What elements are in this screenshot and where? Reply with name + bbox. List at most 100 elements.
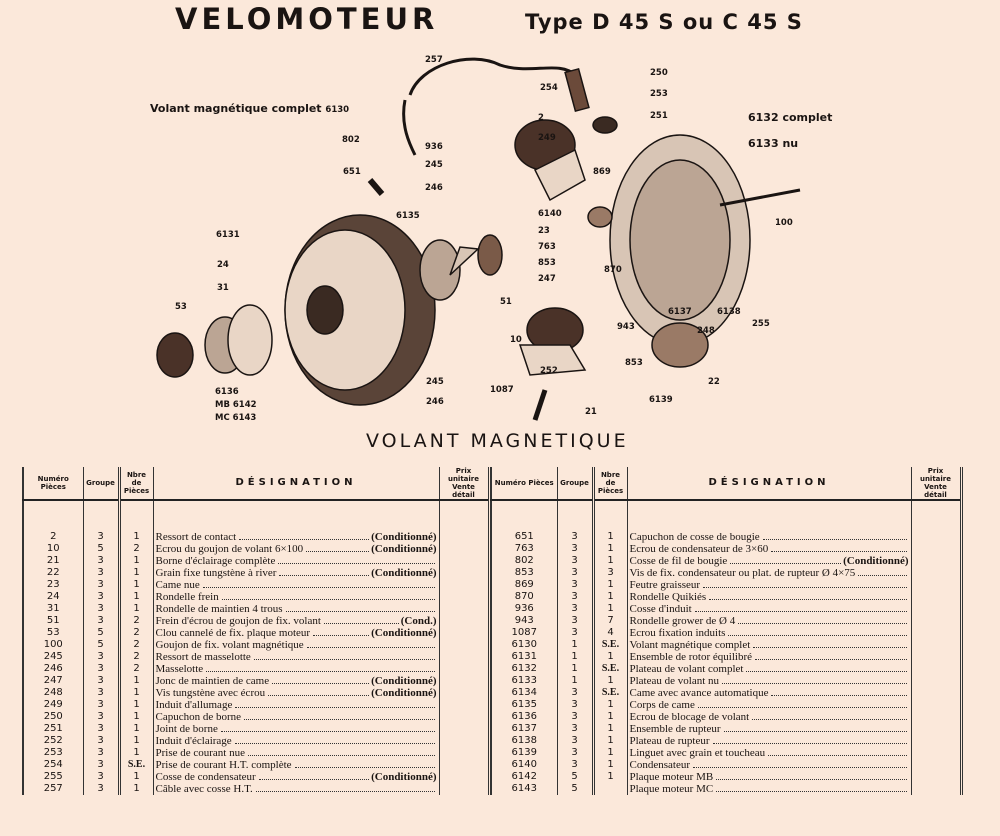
part-name: Plaque moteur MC: [629, 783, 714, 795]
part-number: 6133: [490, 675, 557, 687]
part-quantity: 1: [117, 783, 153, 795]
part-name: Clou cannelé de fix. plaque moteur: [155, 627, 311, 639]
part-number: 23: [22, 579, 83, 591]
part-name: Linguet avec grain et toucheau: [629, 747, 766, 759]
part-number: 31: [22, 603, 83, 615]
part-group: 3: [82, 567, 119, 579]
part-quantity: 1: [591, 747, 627, 759]
part-designation: Vis tungstène avec écrou(Conditionné): [152, 687, 439, 699]
part-price: [438, 711, 491, 723]
parts-table-left: Numéro Pièces Groupe Nbre de Pièces DÉSI…: [22, 467, 491, 795]
part-quantity: 1: [117, 603, 153, 615]
part-group: 3: [556, 759, 593, 771]
part-name: Vis de fix. condensateur ou plat. de rup…: [629, 567, 856, 579]
part-name: Frein d'écrou de goujon de fix. volant: [155, 615, 321, 627]
callout-label: 23: [538, 226, 550, 236]
part-note: (Conditionné): [371, 687, 437, 699]
part-group: 3: [82, 783, 119, 795]
part-number: 245: [22, 651, 83, 663]
part-designation: Ressort de masselotte: [152, 651, 439, 663]
part-name: Rondelle Quikiés: [629, 591, 707, 603]
part-name: Induit d'allumage: [155, 699, 233, 711]
part-name: Capuchon de borne: [155, 711, 242, 723]
part-designation: Linguet avec grain et toucheau: [626, 747, 911, 759]
part-designation: Induit d'allumage: [152, 699, 439, 711]
dot-leader: [755, 658, 907, 660]
part-quantity: 1: [117, 711, 153, 723]
part-name: Plaque moteur MB: [629, 771, 714, 783]
part-number: 24: [22, 591, 83, 603]
part-designation: Plateau de volant complet: [626, 663, 911, 675]
part-price: [910, 627, 963, 639]
part-designation: Ecrou de blocage de volant: [626, 711, 911, 723]
part-quantity: 1: [591, 771, 627, 783]
part-quantity: 1: [117, 555, 153, 567]
callout-label: 6131: [216, 230, 240, 240]
dot-leader: [694, 610, 907, 612]
callout-label: 248: [697, 326, 715, 336]
part-quantity: 1: [591, 543, 627, 555]
part-quantity: S.E.: [591, 687, 627, 699]
part-number: 100: [22, 639, 83, 651]
part-price: [438, 603, 491, 615]
part-name: Induit d'éclairage: [155, 735, 232, 747]
callout-label: 246: [426, 397, 444, 407]
callout-label: 936: [425, 142, 443, 152]
part-number: 249: [22, 699, 83, 711]
part-group: 1: [556, 675, 593, 687]
part-designation: Jonc de maintien de came(Conditionné): [152, 675, 439, 687]
part-price: [910, 663, 963, 675]
dot-leader: [255, 790, 435, 792]
col-header-price: Prix unitaire Vente détail: [438, 467, 491, 501]
callout-label: 10: [510, 335, 522, 345]
part-number: 6139: [490, 747, 557, 759]
part-number: 2: [22, 531, 83, 543]
part-price: [438, 567, 491, 579]
callout-label: 51: [500, 297, 512, 307]
dot-leader: [253, 658, 435, 660]
dot-leader: [771, 694, 907, 696]
part-designation: Ecrou du goujon de volant 6×100(Conditio…: [152, 543, 439, 555]
part-number: 255: [22, 771, 83, 783]
document-title: VELOMOTEUR: [175, 2, 439, 36]
part-number: 6137: [490, 723, 557, 735]
dot-leader: [258, 778, 370, 780]
part-note: (Conditionné): [371, 531, 437, 543]
callout-label: 250: [650, 68, 668, 78]
part-designation: Rondelle grower de Ø 4: [626, 615, 911, 627]
part-designation: Prise de courant H.T. complète: [152, 759, 439, 771]
part-quantity: 1: [591, 675, 627, 687]
part-group: 3: [82, 591, 119, 603]
callout-label: MC 6143: [215, 413, 257, 423]
callout-label: 246: [425, 183, 443, 193]
part-designation: Feutre graisseur: [626, 579, 911, 591]
callout-label: 6137: [668, 307, 692, 317]
callout-label: 245: [426, 377, 444, 387]
part-group: 1: [556, 651, 593, 663]
part-number: 252: [22, 735, 83, 747]
part-group: 3: [556, 687, 593, 699]
part-number: 802: [490, 555, 557, 567]
part-note: (Conditionné): [371, 627, 437, 639]
dot-leader: [235, 706, 435, 708]
part-name: Prise de courant nue: [155, 747, 246, 759]
dot-leader: [738, 622, 907, 624]
part-number: 248: [22, 687, 83, 699]
dot-leader: [716, 790, 907, 792]
part-price: [438, 651, 491, 663]
part-group: 3: [556, 747, 593, 759]
part-name: Masselotte: [155, 663, 204, 675]
part-group: 1: [556, 663, 593, 675]
dot-leader: [234, 742, 435, 744]
part-number: 936: [490, 603, 557, 615]
